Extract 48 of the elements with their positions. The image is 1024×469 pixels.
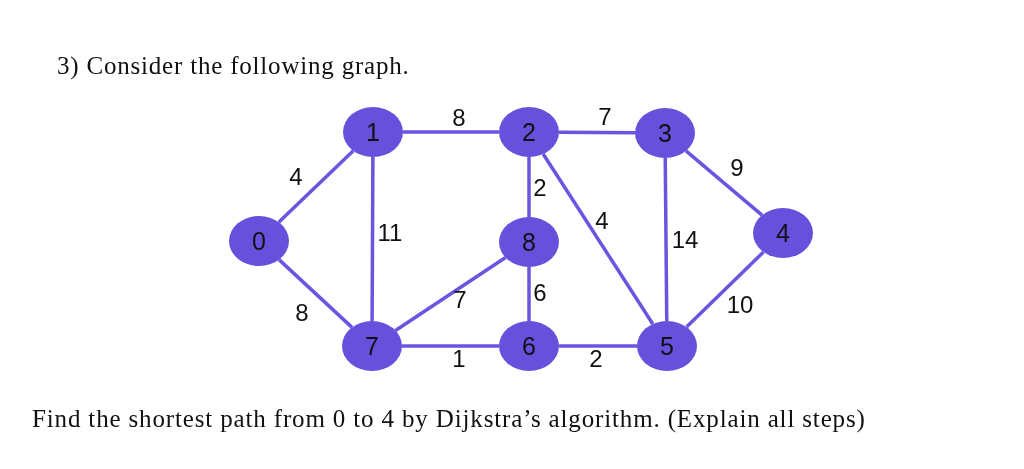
question-heading: 3) Consider the following graph. <box>57 51 410 81</box>
edge-weight-label: 6 <box>533 281 547 305</box>
edge-weight-label: 7 <box>453 288 467 312</box>
edge-line <box>370 157 375 321</box>
edge-line <box>559 344 637 348</box>
node-number: 3 <box>658 120 672 146</box>
graph-node <box>229 216 289 266</box>
graph-node <box>499 321 559 371</box>
graph-node <box>635 108 695 158</box>
edge-weight-label: 8 <box>295 301 309 325</box>
node-number: 2 <box>522 119 536 145</box>
question-text: Find the shortest path from 0 to 4 by Dijkstra’s algorithm. (Explain all steps) <box>32 404 866 434</box>
edge-weight-label: 11 <box>377 221 403 245</box>
graph-node <box>753 208 813 258</box>
edge-weight-label: 14 <box>671 228 699 252</box>
edge-line <box>277 258 354 329</box>
edge-weight-label: 2 <box>589 347 603 371</box>
edge-line <box>685 250 765 329</box>
edge-line <box>663 158 669 321</box>
graph-node <box>637 321 697 371</box>
edge-line <box>277 149 355 224</box>
node-number: 6 <box>522 333 536 359</box>
graph-node <box>499 107 559 157</box>
edge-weight-label: 1 <box>452 347 466 371</box>
edge-line <box>541 153 655 325</box>
node-number: 4 <box>776 220 790 246</box>
edge-line <box>402 344 499 348</box>
graph-node <box>343 107 403 157</box>
edge-weight-label: 4 <box>289 165 303 189</box>
edge-line <box>403 130 499 134</box>
edge-line <box>394 256 507 332</box>
edge-line <box>684 149 764 217</box>
edge-line <box>527 267 531 321</box>
edge-weight-label: 10 <box>726 293 754 317</box>
edge-weight-label: 8 <box>452 106 466 130</box>
graph-node <box>499 217 559 267</box>
edge-weight-label: 2 <box>533 176 547 200</box>
node-number: 1 <box>366 119 380 145</box>
node-number: 0 <box>252 228 266 254</box>
edge-weight-label: 9 <box>730 156 744 180</box>
graph-node <box>342 321 402 371</box>
node-number: 7 <box>365 333 379 359</box>
edge-line <box>559 130 635 135</box>
edge-line <box>527 157 531 217</box>
edge-weight-label: 7 <box>598 105 612 129</box>
node-number: 8 <box>522 229 536 255</box>
edge-weight-label: 4 <box>595 209 609 233</box>
node-number: 5 <box>660 333 674 359</box>
